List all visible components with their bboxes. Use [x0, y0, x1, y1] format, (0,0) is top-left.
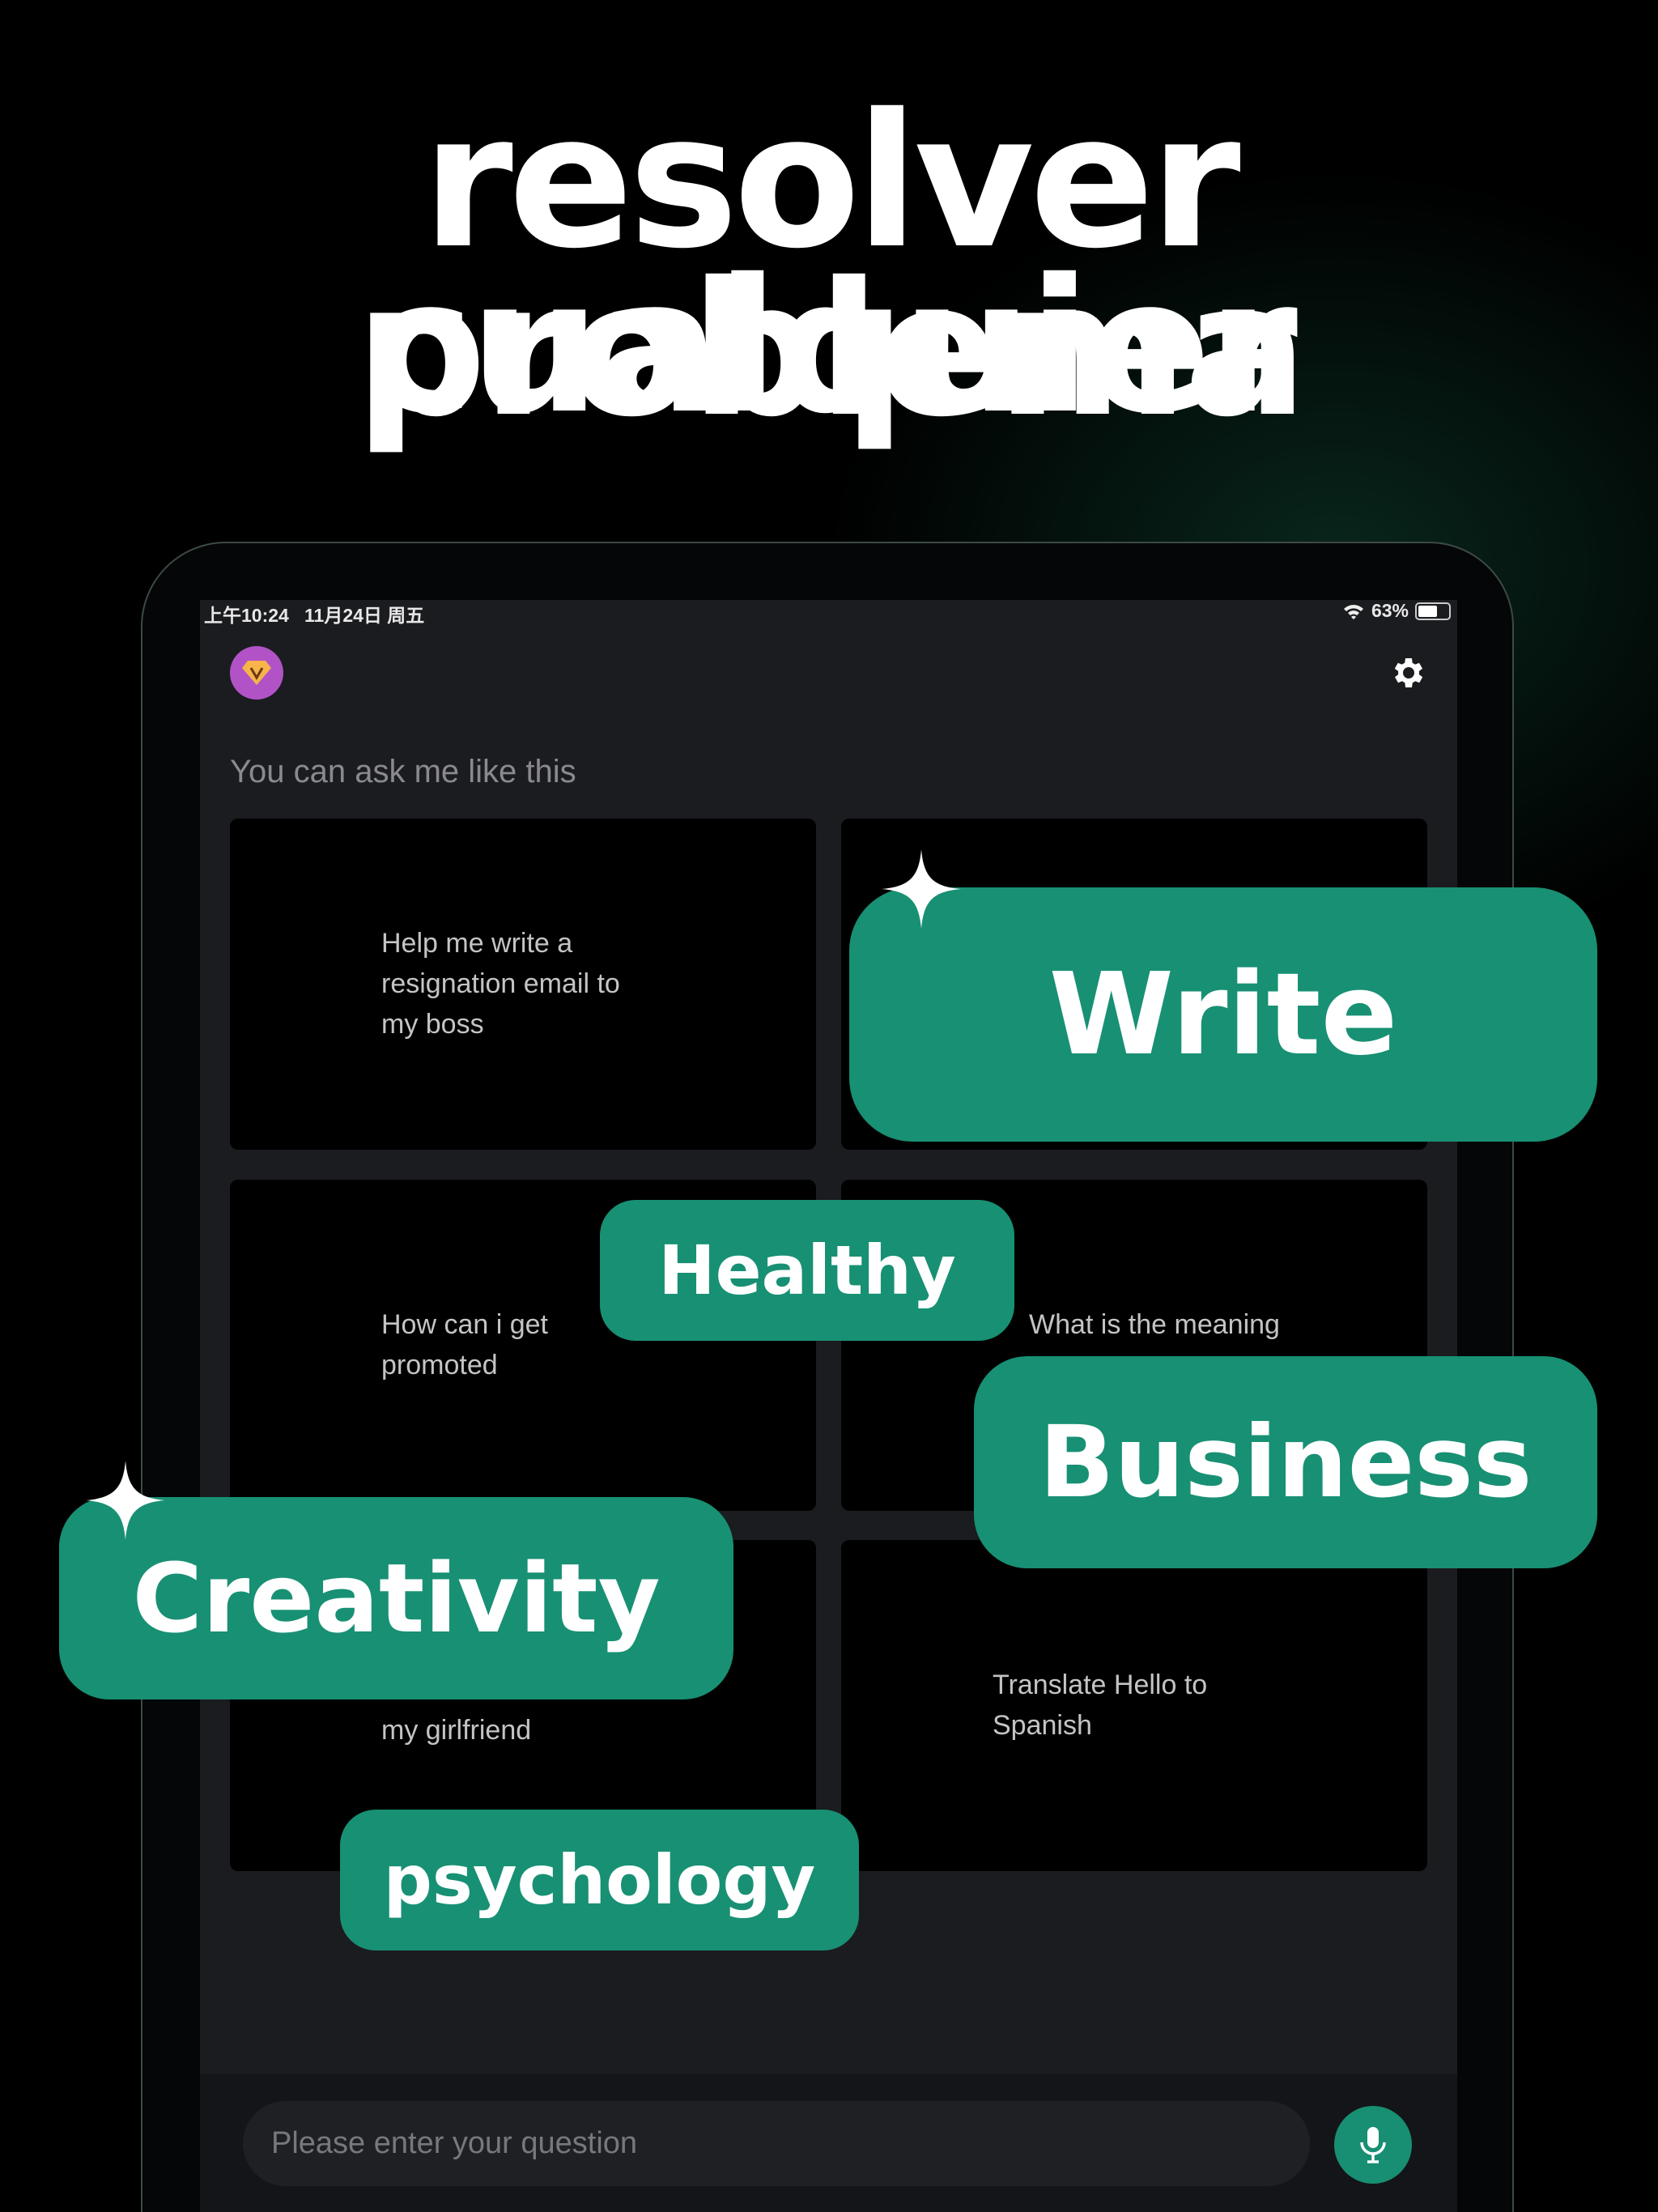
premium-logo-button[interactable] — [230, 646, 283, 700]
headline-line-2: problema — [355, 242, 1308, 457]
suggestions-label: You can ask me like this — [230, 754, 576, 789]
tag-write: Write — [849, 887, 1597, 1142]
card-text-line: What is the meaning — [1029, 1309, 1280, 1340]
wifi-icon — [1343, 604, 1363, 619]
battery-icon — [1415, 602, 1451, 620]
app-screen: 上午10:24 11月24日 周五 63% You can ask me lik… — [200, 600, 1457, 2212]
card-text-line: Translate Hello to — [993, 1670, 1208, 1700]
settings-gear-icon[interactable] — [1389, 653, 1428, 692]
tag-psychology: psychology — [340, 1810, 859, 1950]
status-time: 上午10:24 — [204, 605, 289, 626]
input-bar: Please enter your question — [200, 2074, 1457, 2212]
tag-business: Business — [974, 1356, 1597, 1568]
voice-input-button[interactable] — [1334, 2106, 1412, 2184]
diamond-icon — [242, 661, 271, 685]
suggestion-card[interactable]: Translate Hello to Spanish — [841, 1540, 1427, 1871]
suggestion-card[interactable]: Help me write a resignation email to my bo… — [230, 819, 816, 1150]
card-text-line: my girlfriend — [381, 1715, 532, 1746]
sparkle-icon — [86, 1461, 165, 1540]
status-date: 11月24日 周五 — [304, 605, 425, 626]
card-text-line: Spanish — [993, 1710, 1092, 1741]
battery-percent: 63% — [1371, 600, 1409, 621]
tag-creativity: Creativity — [59, 1497, 733, 1699]
card-text-line: my boss — [381, 1009, 484, 1040]
status-bar: 上午10:24 11月24日 周五 63% — [200, 600, 1457, 632]
headline-line-1: resolver cualquier — [364, 74, 1298, 454]
card-text-line: promoted — [381, 1350, 498, 1380]
card-text-line: Help me write a — [381, 928, 573, 959]
microphone-icon — [1360, 2127, 1386, 2163]
card-text-line: How can i get — [381, 1309, 548, 1340]
card-text-line: resignation email to — [381, 968, 620, 999]
tag-healthy: Healthy — [600, 1200, 1014, 1341]
question-input[interactable]: Please enter your question — [243, 2101, 1310, 2186]
sparkle-icon — [882, 849, 961, 929]
